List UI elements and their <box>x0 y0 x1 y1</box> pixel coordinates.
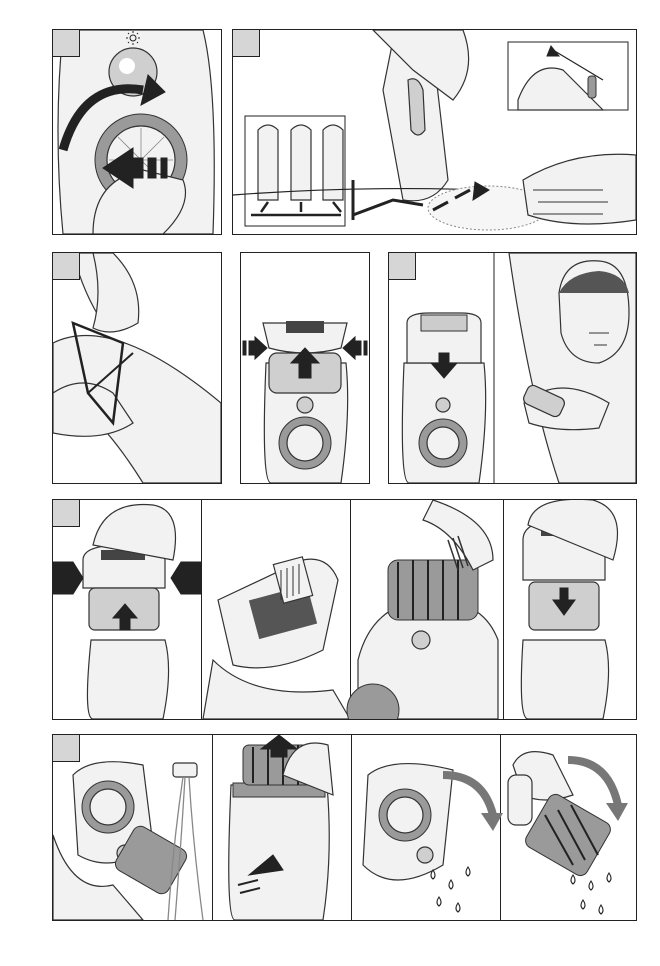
illustration-remove-cap <box>241 253 369 483</box>
epilator-head-rollers-7d <box>523 792 614 879</box>
epilator-head-rollers <box>388 560 478 620</box>
panel-step-1 <box>52 29 222 235</box>
step-label-7 <box>53 735 80 762</box>
panel-step-5 <box>388 252 637 484</box>
illustration-switch-on <box>53 30 221 234</box>
squeeze-arrow-left-icon <box>53 562 83 594</box>
squeeze-arrow-right-icon <box>171 562 201 594</box>
step-label-5 <box>389 253 416 280</box>
panel-step-7 <box>52 734 637 921</box>
step-label-1 <box>53 30 80 57</box>
panel-step-6 <box>52 499 637 720</box>
step-label-2 <box>233 30 260 57</box>
panel-step-4 <box>240 252 370 484</box>
step-label-6 <box>53 500 80 527</box>
water-drop-icon <box>431 867 470 912</box>
illustration-cleaning-sequence <box>53 500 636 719</box>
panel-step-3 <box>52 252 222 484</box>
shake-arrow-icon <box>481 813 503 831</box>
step-label-3 <box>53 253 80 280</box>
illustration-attach-cap-underarm <box>389 253 636 483</box>
squeeze-arrow-right-icon <box>343 337 367 359</box>
illustration-rinsing-sequence <box>53 735 636 920</box>
illustration-cooling-glove <box>53 253 221 483</box>
illustration-epilating-leg <box>233 30 636 234</box>
panel-step-2 <box>232 29 637 235</box>
squeeze-arrow-left-icon <box>243 337 267 359</box>
